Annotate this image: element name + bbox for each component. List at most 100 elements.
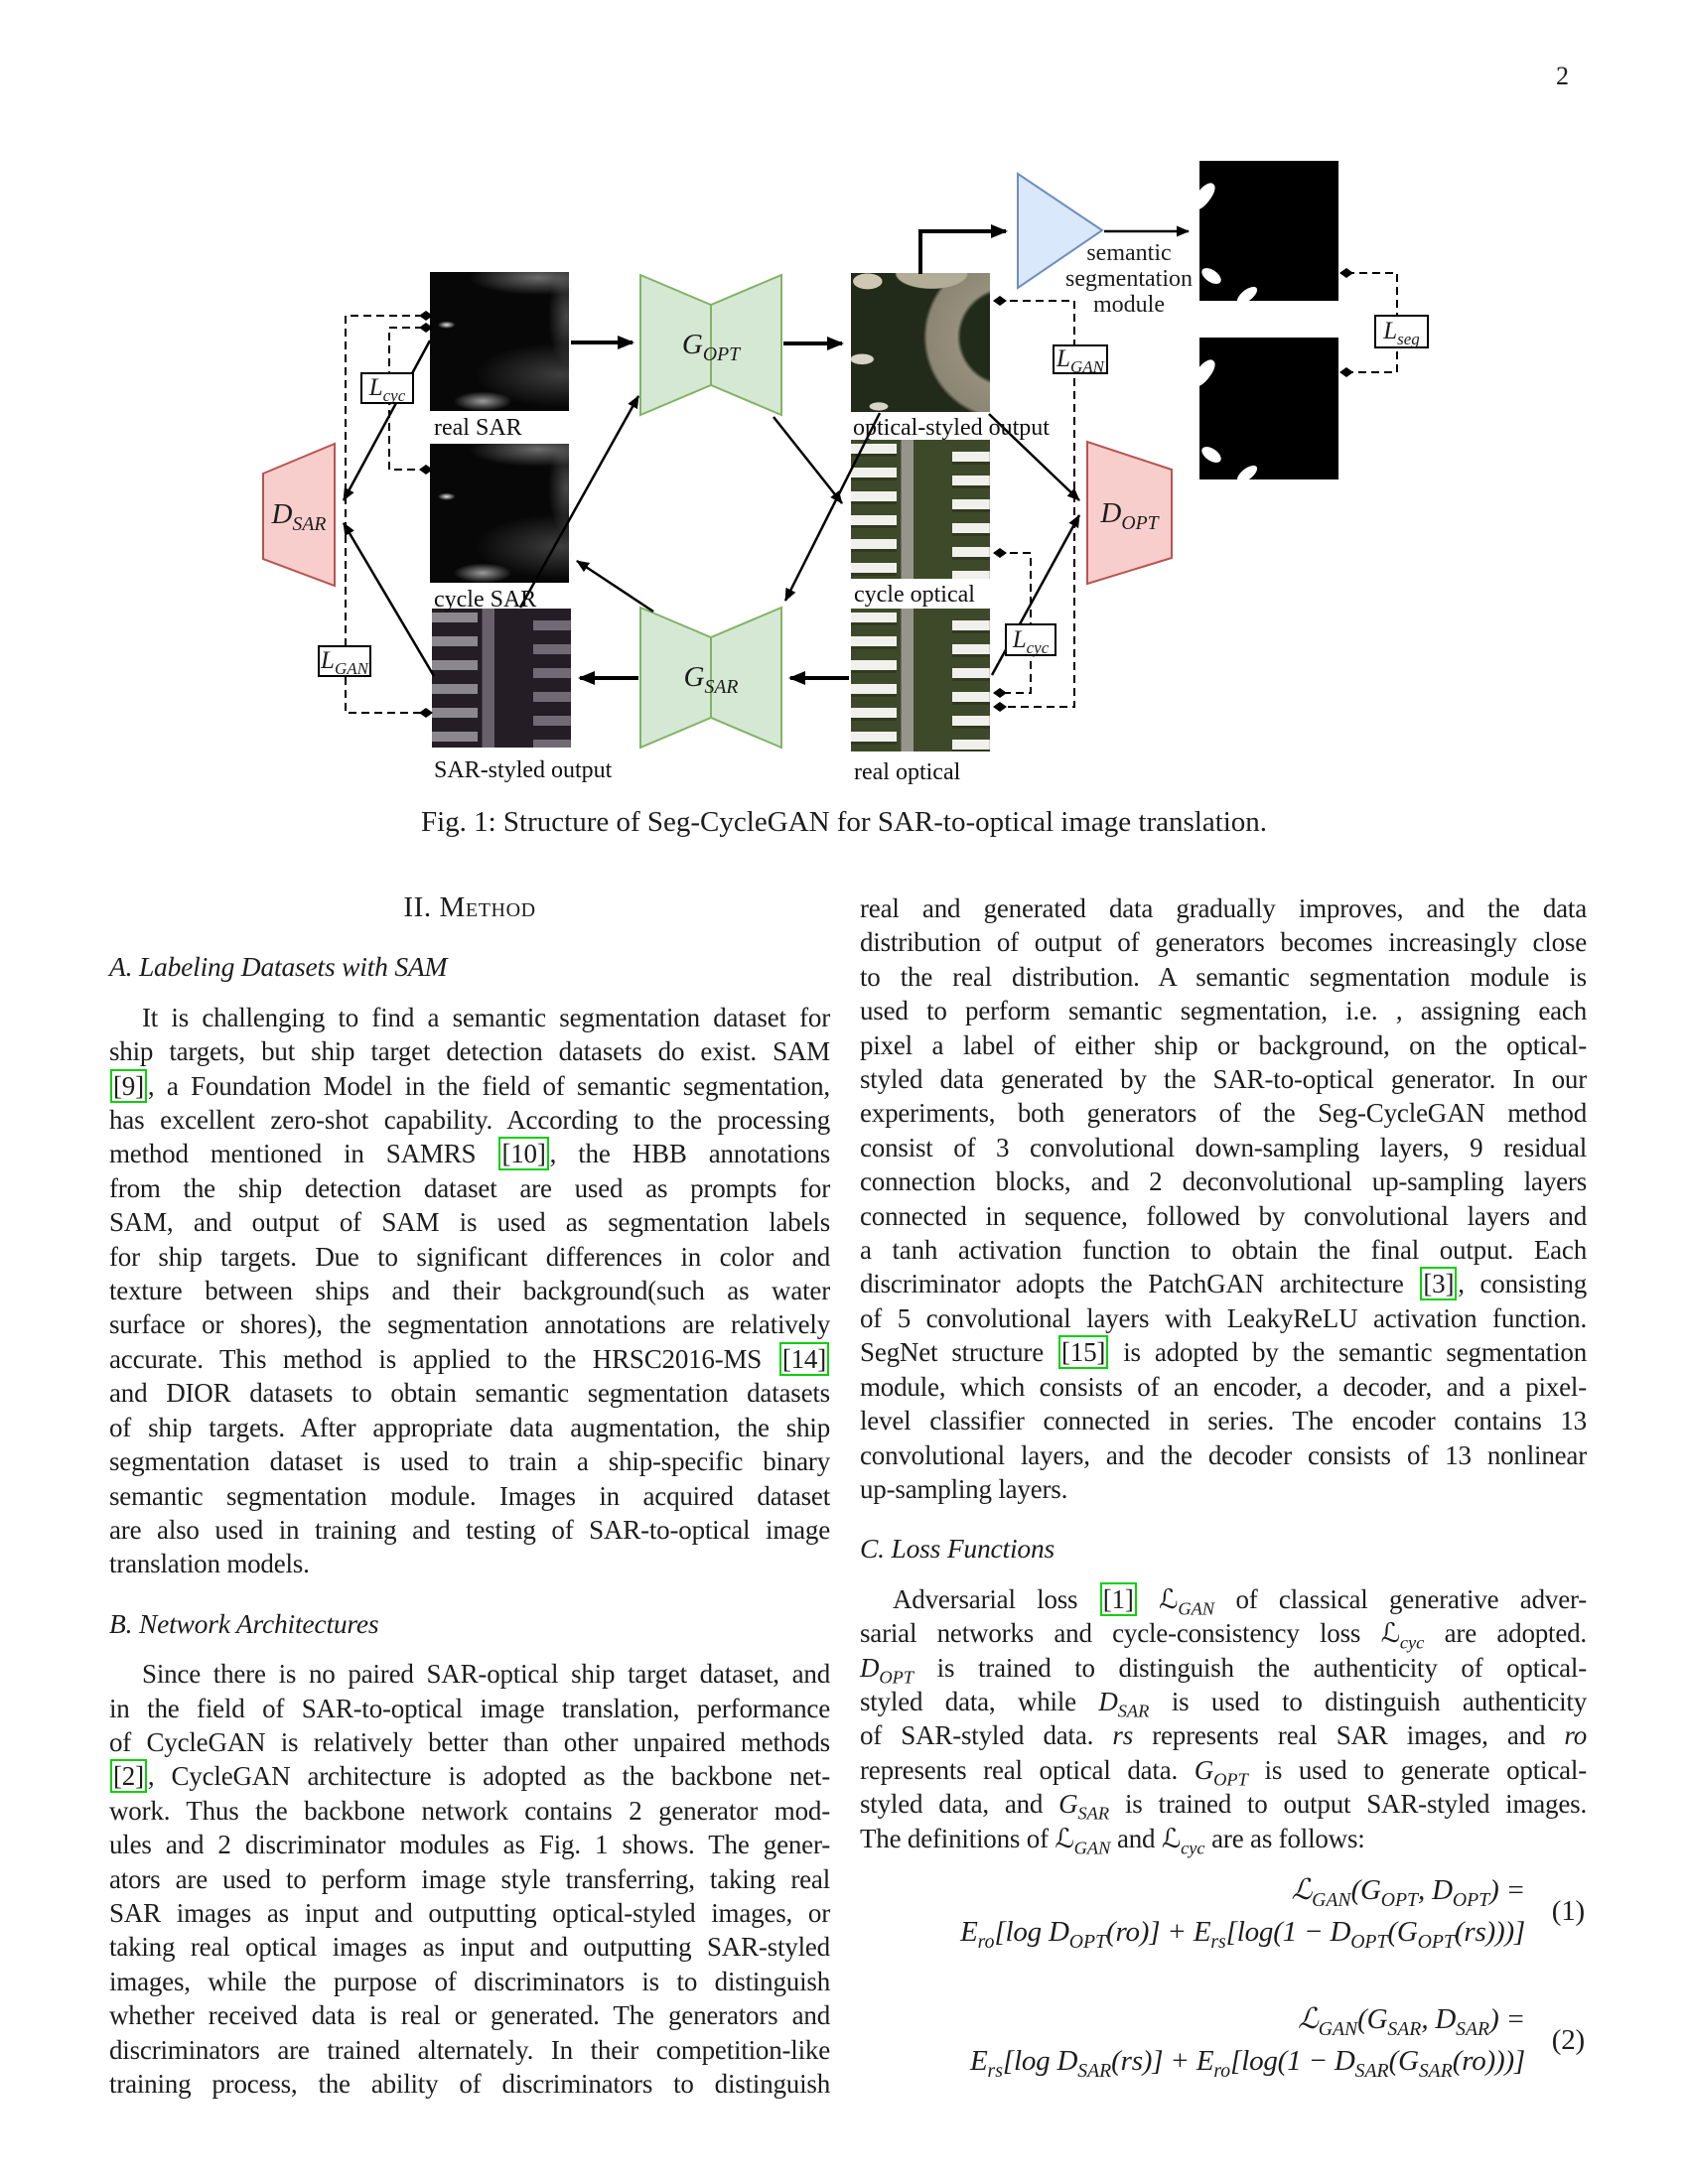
node-label: GSAR — [683, 660, 739, 698]
subsection-heading: C. Loss Functions — [860, 1533, 1055, 1565]
loss-box-lseg: Lseg — [1374, 315, 1429, 348]
text-line: of ship targets. After appropriate data … — [109, 1412, 830, 1442]
loss-box-lgan-left: LGAN — [318, 645, 371, 677]
text-line: ship targets, but ship target detection … — [109, 1036, 830, 1067]
text-line: DOPT is trained to distinguish the authe… — [860, 1652, 1587, 1687]
equation-number: (1) — [1551, 1894, 1585, 1927]
citation: [10] — [498, 1137, 549, 1171]
dashed-loss-lines — [345, 272, 1398, 714]
text-line: distribution of output of generators bec… — [860, 927, 1587, 958]
text-line: Since there is no paired SAR-optical shi… — [142, 1659, 830, 1690]
text-line: taking real optical images as input and … — [109, 1932, 830, 1963]
ground-truth-segmentation-mask — [1188, 338, 1338, 486]
equation: ℒGAN(GOPT, DOPT) =Ero[log DOPT(ro)] + Er… — [860, 1869, 1587, 1953]
text-line: SAR images as input and outputting optic… — [109, 1897, 830, 1928]
text-line: whether received data is real or generat… — [109, 2000, 830, 2031]
text-line: and DIOR datasets to obtain semantic seg… — [109, 1378, 830, 1409]
equation-line: Ers[log DSAR(rs)] + Ero[log(1 − DSAR(GSA… — [970, 2044, 1525, 2082]
text-line: convolutional layers, and the decoder co… — [860, 1439, 1587, 1470]
citation: [9] — [110, 1068, 147, 1103]
text-line: training process, the ability of discrim… — [109, 2069, 830, 2099]
text-line: up-sampling layers. — [860, 1473, 1068, 1504]
dsar-label: DSAR — [263, 496, 335, 535]
text-line: to the real distribution. A semantic seg… — [860, 961, 1587, 992]
page-number: 2 — [1556, 62, 1569, 90]
text-line: pixel a label of either ship or backgrou… — [860, 1029, 1587, 1060]
dopt-label: DOPT — [1087, 495, 1172, 534]
gsar-label: GSAR — [640, 657, 781, 697]
right-column: real and generated data gradually improv… — [860, 891, 1587, 2082]
node-label: GOPT — [681, 328, 741, 365]
seg-label-line: module — [1093, 292, 1165, 318]
text-line: level classifier connected in series. Th… — [860, 1406, 1587, 1436]
loss-label: Lseg — [1383, 318, 1420, 348]
node-label: DOPT — [1100, 496, 1159, 534]
text-line: of CycleGAN is relatively better than ot… — [109, 1726, 830, 1757]
sar-styled-output-image — [432, 609, 571, 748]
text-line: styled data generated by the SAR-to-opti… — [860, 1064, 1587, 1095]
cycle-optical-image — [851, 440, 990, 579]
discriminator-dopt-shape — [1086, 440, 1173, 586]
text-line: semantic segmentation module. Images in … — [109, 1480, 830, 1511]
loss-box-lcyc-right: Lcyc — [1005, 623, 1056, 656]
loss-box-lcyc-left: Lcyc — [360, 372, 414, 404]
paragraph: Adversarial loss [1] ℒGAN of classical g… — [860, 1581, 1588, 1857]
text-line: consist of 3 convolutional down-sampling… — [860, 1132, 1587, 1162]
equation: ℒGAN(GSAR, DSAR) =Ers[log DSAR(rs)] + Er… — [860, 1998, 1587, 2082]
text-line: a tanh activation function to obtain the… — [860, 1235, 1587, 1266]
subsection-heading: A. Labeling Datasets with SAM — [109, 951, 448, 983]
text-line: in the field of SAR-to-optical image tra… — [109, 1693, 830, 1723]
figure-caption: Fig. 1: Structure of Seg-CycleGAN for SA… — [420, 806, 1268, 838]
text-line: represents real optical data. GOPT is us… — [860, 1754, 1587, 1790]
equation-line: ℒGAN(GOPT, DOPT) = — [1291, 1873, 1525, 1911]
text-line: texture between ships and their backgrou… — [109, 1276, 830, 1306]
citation: [3] — [1420, 1267, 1458, 1301]
optical-styled-output-image — [851, 273, 990, 412]
text-line: discriminators are trained alternately. … — [109, 2034, 830, 2065]
equation-number: (2) — [1551, 2023, 1585, 2056]
text-line: for ship targets. Due to significant dif… — [109, 1241, 830, 1272]
text-line: of 5 convolutional layers with LeakyReLU… — [860, 1302, 1587, 1333]
text-line: [2], CycleGAN architecture is adopted as… — [109, 1759, 830, 1794]
optical-styled-label: optical-styled output — [853, 415, 1050, 441]
real-optical-image — [851, 609, 990, 751]
citation: [1] — [1099, 1581, 1137, 1616]
text-line: discriminator adopts the PatchGAN archit… — [860, 1267, 1587, 1301]
paragraph: real and generated data gradually improv… — [860, 891, 1587, 1506]
node-label: DSAR — [271, 497, 327, 535]
text-line: of SAR-styled data. rs represents real S… — [860, 1720, 1587, 1751]
loss-label: Lcyc — [1012, 625, 1050, 657]
citation: [2] — [110, 1759, 147, 1794]
text-line: are also used in training and testing of… — [109, 1514, 830, 1545]
real-optical-label: real optical — [854, 759, 961, 785]
cycle-sar-label: cycle SAR — [434, 587, 537, 613]
text-line: SAM, and output of SAM is used as segmen… — [109, 1207, 830, 1238]
text-line: styled data, and GSAR is trained to outp… — [860, 1789, 1587, 1824]
gopt-label: GOPT — [640, 325, 781, 364]
figure-1-diagram: Lcyc LGAN LGAN Lcyc Lseg GOPT GSAR DSAR … — [0, 99, 1688, 804]
text-line: translation models. — [109, 1549, 310, 1579]
paragraph: It is challenging to find a semantic seg… — [109, 1001, 830, 1581]
text-line: connection blocks, and 2 deconvolutional… — [860, 1166, 1587, 1197]
subsection-heading: B. Network Architectures — [109, 1607, 379, 1639]
diagram-connections — [262, 172, 1398, 750]
predicted-segmentation-mask — [1188, 161, 1338, 308]
segmentation-module-label: semantic segmentation module — [1045, 240, 1213, 318]
loss-box-lgan-right: LGAN — [1053, 344, 1108, 376]
loss-label: Lcyc — [368, 374, 406, 405]
text-line: [9], a Foundation Model in the field of … — [109, 1068, 830, 1103]
text-line: surface or shores), the segmentation ann… — [109, 1309, 830, 1340]
loss-label: LGAN — [321, 647, 368, 678]
text-line: Adversarial loss [1] ℒGAN of classical g… — [893, 1581, 1588, 1619]
left-column: II. Method A. Labeling Datasets with SAM I… — [109, 890, 830, 2101]
seg-label-line: segmentation — [1065, 266, 1193, 292]
text-line: used to perform semantic segmentation, i… — [860, 996, 1587, 1026]
loss-label: LGAN — [1056, 345, 1104, 376]
diamond-arrowheads — [419, 268, 1353, 718]
text-line: sarial networks and cycle-consistency lo… — [860, 1618, 1587, 1653]
text-line: The definitions of ℒGAN and ℒcyc are as … — [860, 1823, 1365, 1857]
cycle-optical-label: cycle optical — [854, 582, 975, 608]
real-sar-label: real SAR — [434, 415, 522, 441]
section-heading: II. Method — [403, 891, 536, 923]
text-line: ules and 2 discriminator modules as Fig.… — [109, 1830, 830, 1860]
